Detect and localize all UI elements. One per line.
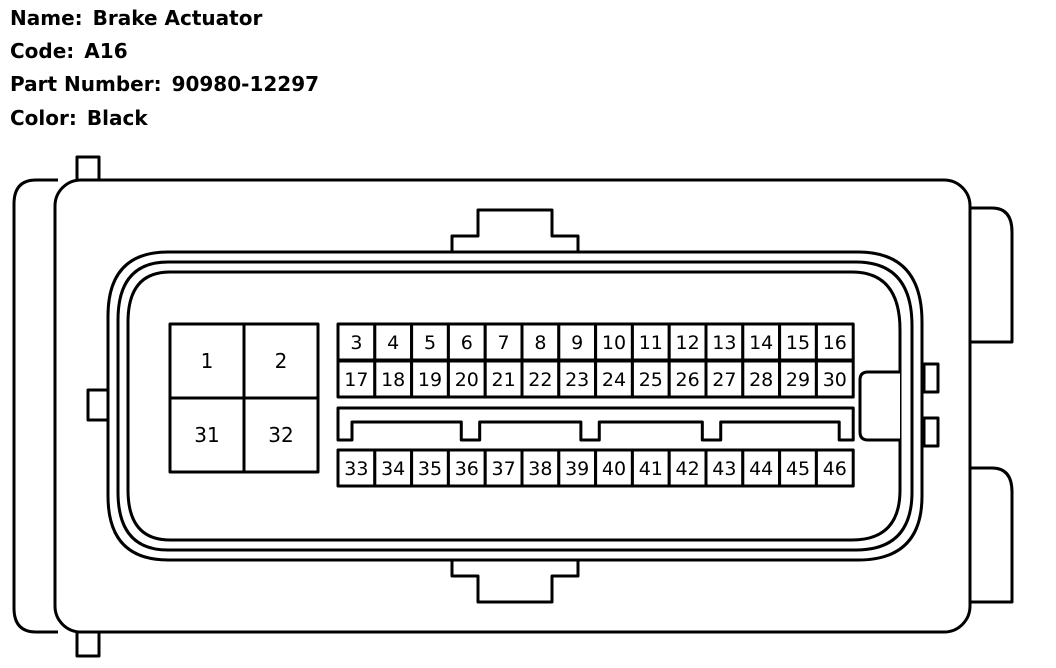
pin-6: 6 bbox=[461, 332, 473, 354]
large-pin-block: 1 2 31 32 bbox=[168, 322, 320, 474]
pin-39-box bbox=[557, 448, 598, 488]
part-number-value: 90980-12297 bbox=[171, 72, 320, 96]
pin-17: 17 bbox=[344, 369, 368, 391]
pin-row-lower: 33 34 35 36 37 38 39 40 41 42 43 44 45 46 bbox=[336, 448, 855, 488]
pin-24-box bbox=[594, 359, 634, 399]
pin-38: 38 bbox=[528, 458, 552, 480]
pin-32: 32 bbox=[268, 423, 293, 447]
pin-39: 39 bbox=[565, 458, 589, 480]
bottom-clip bbox=[75, 630, 101, 658]
pin-13: 13 bbox=[712, 332, 736, 354]
pin-19: 19 bbox=[418, 369, 442, 391]
shell-outline-inner bbox=[126, 270, 902, 542]
pin-31: 31 bbox=[194, 423, 219, 447]
pin-5: 5 bbox=[424, 332, 436, 354]
pin-24: 24 bbox=[602, 369, 626, 391]
pin-row-middle: 17 18 19 20 21 22 23 24 25 26 27 28 29 30 bbox=[336, 359, 855, 399]
bottom-key bbox=[450, 558, 580, 604]
part-number-label: Part Number: bbox=[10, 72, 162, 96]
color-line: Color: Black bbox=[10, 108, 148, 128]
pin-7: 7 bbox=[498, 332, 510, 354]
pin-44: 44 bbox=[749, 458, 773, 480]
name-value: Brake Actuator bbox=[92, 6, 263, 30]
pin-34: 34 bbox=[381, 458, 405, 480]
pin-32-box bbox=[242, 396, 320, 474]
pin-30: 30 bbox=[823, 369, 847, 391]
pin-18: 18 bbox=[381, 369, 405, 391]
pin-41-box bbox=[630, 448, 671, 488]
pin-43: 43 bbox=[712, 458, 736, 480]
pin-20-box bbox=[446, 359, 487, 399]
shell-outline-mid bbox=[116, 260, 914, 552]
color-value: Black bbox=[86, 106, 148, 130]
pin-31-box bbox=[168, 396, 246, 474]
name-label: Name: bbox=[10, 6, 83, 30]
left-cap bbox=[12, 178, 58, 634]
pin-42: 42 bbox=[676, 458, 700, 480]
pin-12-box bbox=[667, 322, 708, 362]
code-value: A16 bbox=[84, 39, 128, 63]
pin-29: 29 bbox=[786, 369, 810, 391]
part-number-line: Part Number: 90980-12297 bbox=[10, 74, 319, 94]
pin-15: 15 bbox=[786, 332, 810, 354]
name-line: Name: Brake Actuator bbox=[10, 8, 262, 28]
pin-27: 27 bbox=[712, 369, 736, 391]
pin-row-upper: 3 4 5 6 7 8 9 10 11 12 13 14 15 16 bbox=[336, 322, 855, 362]
pin-1: 1 bbox=[201, 349, 214, 373]
pin-21-box bbox=[483, 359, 524, 399]
pin-46-box bbox=[814, 448, 855, 488]
pin-23: 23 bbox=[565, 369, 589, 391]
shell-side-bump bbox=[858, 370, 900, 442]
pin-43-box bbox=[704, 448, 745, 488]
pin-9: 9 bbox=[571, 332, 583, 354]
pin-4: 4 bbox=[387, 332, 399, 354]
right-latch-upper bbox=[922, 362, 940, 394]
pin-11: 11 bbox=[639, 332, 663, 354]
pin-22: 22 bbox=[528, 369, 552, 391]
color-label: Color: bbox=[10, 106, 77, 130]
pin-12: 12 bbox=[676, 332, 700, 354]
right-latch-lower bbox=[922, 416, 940, 448]
pin-28: 28 bbox=[749, 369, 773, 391]
top-clip bbox=[75, 155, 101, 183]
pin-16: 16 bbox=[823, 332, 847, 354]
pin-20: 20 bbox=[455, 369, 479, 391]
pin-3: 3 bbox=[350, 332, 362, 354]
pin-26-box bbox=[667, 359, 708, 399]
pin-33: 33 bbox=[344, 458, 368, 480]
pin-25: 25 bbox=[639, 369, 663, 391]
pin-19-box bbox=[410, 359, 450, 399]
pin-8: 8 bbox=[534, 332, 546, 354]
code-label: Code: bbox=[10, 39, 75, 63]
pin-3-box bbox=[336, 322, 377, 362]
right-tab-upper bbox=[968, 206, 1014, 344]
pin-21: 21 bbox=[492, 369, 516, 391]
pin-44-box bbox=[741, 448, 782, 488]
left-latch bbox=[86, 388, 110, 422]
pin-26: 26 bbox=[676, 369, 700, 391]
pin-28-box bbox=[741, 359, 782, 399]
pin-36-box bbox=[446, 448, 487, 488]
row-divider-key bbox=[336, 406, 855, 442]
pin-14: 14 bbox=[749, 332, 773, 354]
pin-30-box bbox=[814, 359, 855, 399]
right-tab-lower bbox=[968, 466, 1014, 604]
pin-41: 41 bbox=[639, 458, 663, 480]
pin-45: 45 bbox=[786, 458, 810, 480]
code-line: Code: A16 bbox=[10, 41, 128, 61]
pin-2: 2 bbox=[275, 349, 288, 373]
pin-10: 10 bbox=[602, 332, 626, 354]
pin-17-box bbox=[336, 359, 377, 399]
pin-37: 37 bbox=[492, 458, 516, 480]
pin-42-box bbox=[667, 448, 708, 488]
pin-35: 35 bbox=[418, 458, 442, 480]
pin-40: 40 bbox=[602, 458, 626, 480]
top-key bbox=[450, 208, 580, 252]
pin-36: 36 bbox=[455, 458, 479, 480]
pin-35-box bbox=[410, 448, 450, 488]
pin-46: 46 bbox=[823, 458, 847, 480]
pin-27-box bbox=[704, 359, 745, 399]
